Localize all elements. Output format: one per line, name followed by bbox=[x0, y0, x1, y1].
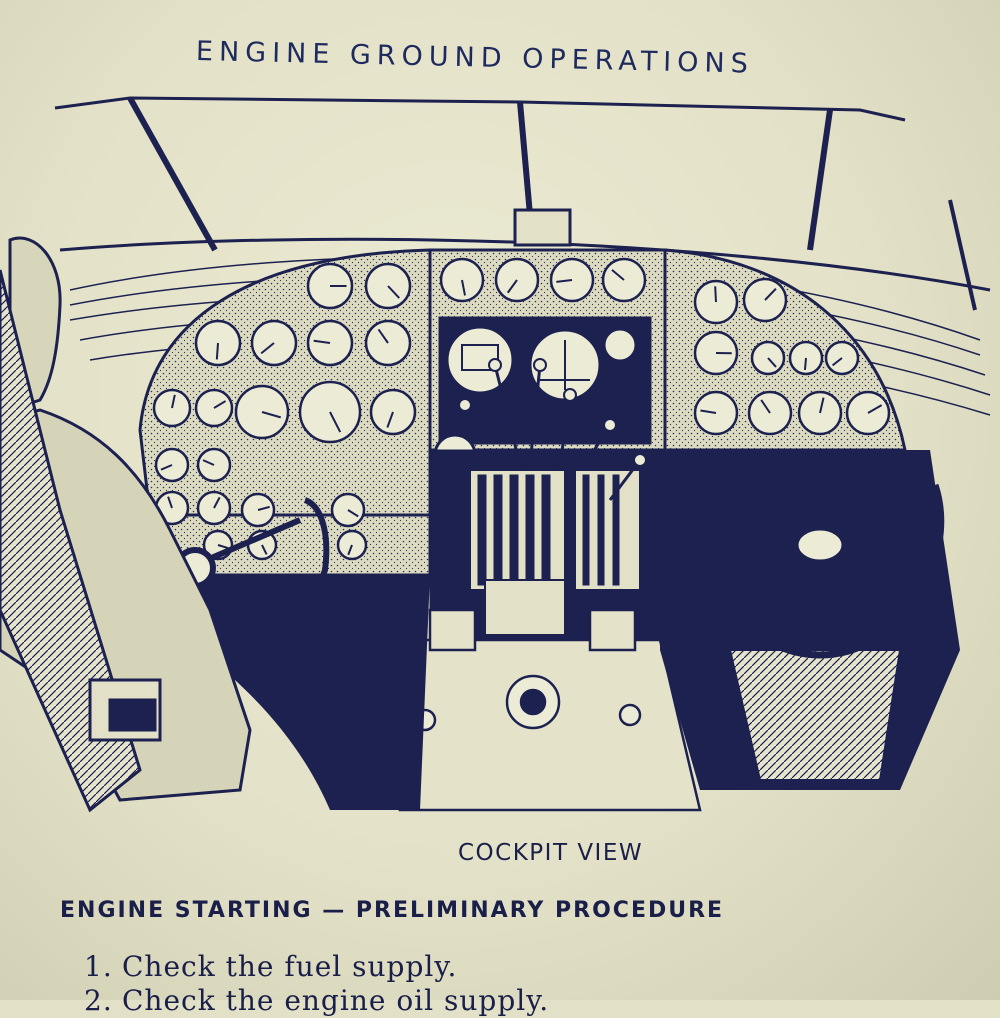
page-heading: ENGINE GROUND OPERATIONS bbox=[196, 36, 897, 83]
gauge-needle bbox=[217, 343, 218, 359]
center-pedestal bbox=[400, 610, 700, 810]
cockpit-illustration bbox=[0, 90, 1000, 820]
gauge-needle bbox=[805, 358, 806, 370]
step-number: 1. bbox=[84, 950, 122, 984]
step-text: Check the engine oil supply. bbox=[122, 984, 549, 1017]
step-text: Check the fuel supply. bbox=[122, 950, 457, 983]
list-item: 2.Check the engine oil supply. bbox=[84, 984, 549, 1018]
list-item: 1.Check the fuel supply. bbox=[84, 950, 549, 984]
step-number: 2. bbox=[84, 984, 122, 1018]
procedure-steps: 1.Check the fuel supply. 2.Check the eng… bbox=[84, 950, 549, 1018]
section-title: ENGINE STARTING — PRELIMINARY PROCEDURE bbox=[60, 898, 724, 923]
gauge-needle bbox=[715, 286, 716, 302]
figure-caption: COCKPIT VIEW bbox=[458, 840, 643, 866]
